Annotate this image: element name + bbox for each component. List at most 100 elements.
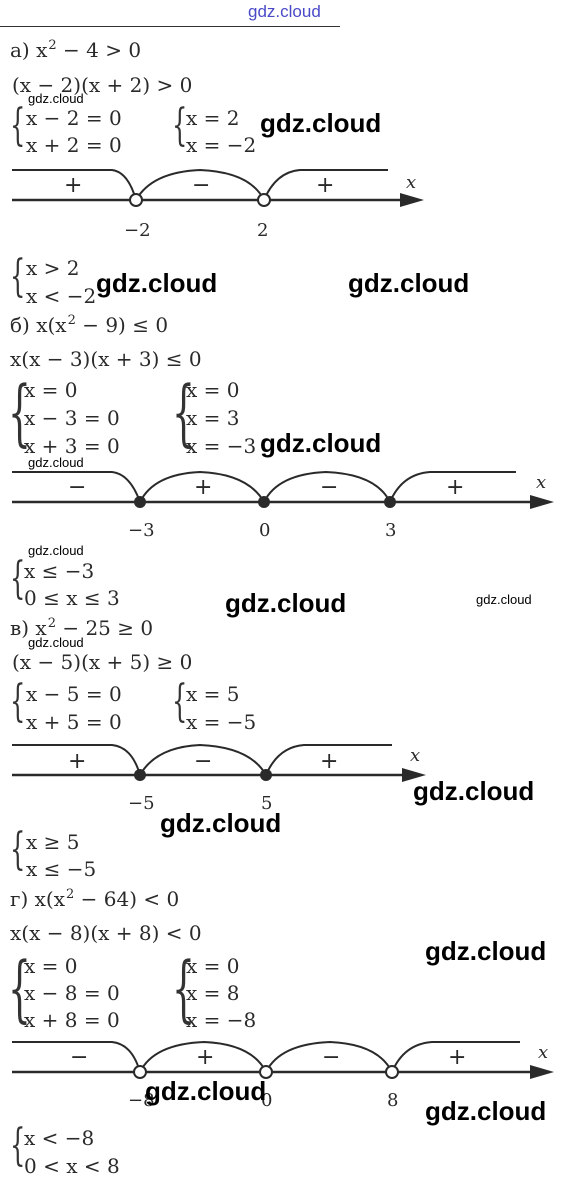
part-c-point-1: [134, 769, 146, 781]
part-d-answer-line2: 0 < x < 8: [24, 1154, 120, 1178]
part-b-sign-4: +: [446, 475, 464, 500]
part-a-sign-2: −: [192, 173, 210, 198]
part-b-factored: x(x − 3)(x + 3) ≤ 0: [10, 347, 202, 371]
part-b-point-1: [134, 496, 146, 508]
part-c-sign-3: +: [320, 749, 338, 774]
part-d-sys2-line3: x = −8: [186, 1008, 257, 1032]
part-c-sign-2: −: [194, 749, 212, 774]
part-b-label: б): [10, 313, 30, 337]
watermark-small: gdz.cloud: [28, 455, 84, 470]
watermark-large: gdz.cloud: [348, 268, 470, 298]
part-d-label: г): [10, 887, 29, 911]
part-a-sys2-line2: x = −2: [186, 133, 257, 157]
part-a-sign-1: +: [64, 173, 82, 198]
watermark-large: gdz.cloud: [425, 1096, 547, 1126]
part-d-brace-1: {: [8, 946, 31, 1030]
part-d-answer-brace: {: [10, 1120, 26, 1171]
part-b-inequality: б) x(x2 − 9) ≤ 0: [10, 313, 168, 341]
part-c-ineq-exp: 2: [47, 616, 56, 631]
part-b-axis-var: x: [536, 472, 546, 493]
watermark-small: gdz.cloud: [28, 543, 84, 558]
watermark-large: gdz.cloud: [260, 108, 382, 138]
part-b-tick-1: −3: [128, 520, 155, 541]
part-b-sys2-line1: x = 0: [186, 378, 240, 402]
part-a-inequality: а) x2 − 4 > 0: [10, 38, 141, 66]
watermark-large: gdz.cloud: [145, 1076, 267, 1106]
part-a-tick-2: 2: [257, 220, 268, 241]
part-d-ineq-rest: − 64) < 0: [74, 887, 180, 911]
part-c-arc-2: [139, 743, 267, 776]
part-d-brace-2: {: [172, 946, 195, 1030]
part-d-tick-3: 8: [387, 1090, 398, 1111]
part-a-label: а): [10, 38, 30, 62]
part-c-ineq-rest: − 25 ≥ 0: [55, 616, 154, 640]
part-a-brace-1: {: [10, 100, 26, 151]
part-b-sys2-line2: x = 3: [186, 406, 240, 430]
part-c-answer-brace: {: [10, 824, 26, 875]
part-b-tick-2: 0: [259, 520, 270, 541]
watermark-small: gdz.cloud: [28, 91, 84, 106]
part-b-sys1-line2: x − 3 = 0: [24, 406, 120, 430]
part-a-point-2: [257, 193, 271, 207]
part-d-sign-4: +: [448, 1045, 466, 1070]
part-d-sign-3: −: [322, 1045, 340, 1070]
part-a-ineq-exp: 2: [48, 38, 57, 53]
part-d-factored: x(x − 8)(x + 8) < 0: [10, 921, 202, 945]
part-d-inequality: г) x(x2 − 64) < 0: [10, 887, 179, 915]
part-c-label: в): [10, 616, 30, 640]
part-b-ineq-exp: 2: [67, 313, 76, 328]
part-d-sys2-line2: x = 8: [186, 981, 240, 1005]
part-c-tick-2: 5: [261, 793, 272, 814]
part-c-sys1-line2: x + 5 = 0: [26, 710, 122, 734]
part-a-ineq-base: x: [36, 38, 48, 62]
part-b-point-3: [384, 496, 396, 508]
part-c-arc-3: [265, 744, 392, 776]
part-b-sys2-line3: x = −3: [186, 434, 257, 458]
part-b-arc-4: [389, 471, 516, 503]
part-a-sign-3: +: [316, 173, 334, 198]
watermark-small: gdz.cloud: [476, 592, 532, 607]
part-b-tick-3: 3: [385, 520, 396, 541]
part-c-brace-1: {: [10, 676, 26, 727]
part-b-brace-1: {: [8, 370, 31, 454]
part-b-answer-line1: x ≤ −3: [24, 559, 95, 583]
part-d-sys1-line3: x + 8 = 0: [24, 1008, 120, 1032]
part-d-number-line: x − + − + −8 0 8: [12, 1040, 554, 1111]
part-c-inequality: в) x2 − 25 ≥ 0: [10, 616, 153, 644]
part-a-axis-arrow: [400, 193, 424, 207]
part-a-sys1-line1: x − 2 = 0: [26, 106, 122, 130]
part-a-ineq-rest: − 4 > 0: [56, 38, 142, 62]
part-d-arc-2: [139, 1040, 267, 1073]
part-d-ineq-exp: 2: [66, 887, 75, 902]
part-b-answer-line2: 0 ≤ x ≤ 3: [24, 586, 120, 610]
watermark-large: gdz.cloud: [225, 588, 347, 618]
part-d-sign-2: +: [196, 1045, 214, 1070]
part-c-answer-line1: x ≥ 5: [26, 830, 80, 854]
part-c-number-line: x + − + −5 5: [12, 743, 426, 814]
part-d-point-1: [133, 1065, 147, 1079]
part-d-sys1-line1: x = 0: [24, 954, 78, 978]
part-a-arc-2: [135, 168, 265, 201]
part-b-number-line: x − + − + −3 0 3: [12, 470, 554, 541]
site-header[interactable]: gdz.cloud: [248, 2, 321, 21]
part-d-point-3: [385, 1065, 399, 1079]
part-d-axis-var: x: [538, 1042, 548, 1063]
part-b-sign-2: +: [194, 475, 212, 500]
part-c-tick-1: −5: [128, 793, 155, 814]
part-d-arc-3: [265, 1040, 393, 1073]
part-c-point-2: [260, 769, 272, 781]
watermark-large: gdz.cloud: [96, 268, 218, 298]
part-b-brace-2: {: [172, 370, 195, 454]
part-a-brace-2: {: [172, 100, 188, 151]
part-b-arc-2: [139, 470, 265, 503]
part-b-answer-brace: {: [10, 553, 26, 604]
part-a-tick-1: −2: [124, 220, 151, 241]
part-b-axis-arrow: [530, 495, 554, 509]
part-c-answer-line2: x ≤ −5: [26, 857, 97, 881]
part-a-point-1: [129, 193, 143, 207]
part-c-axis-var: x: [410, 745, 420, 766]
part-d-sys2-line1: x = 0: [186, 954, 240, 978]
part-c-ineq-base: x: [35, 616, 47, 640]
part-a-number-line: x + − + −2 2: [12, 168, 424, 241]
part-b-ineq-rest: − 9) ≤ 0: [75, 313, 169, 337]
